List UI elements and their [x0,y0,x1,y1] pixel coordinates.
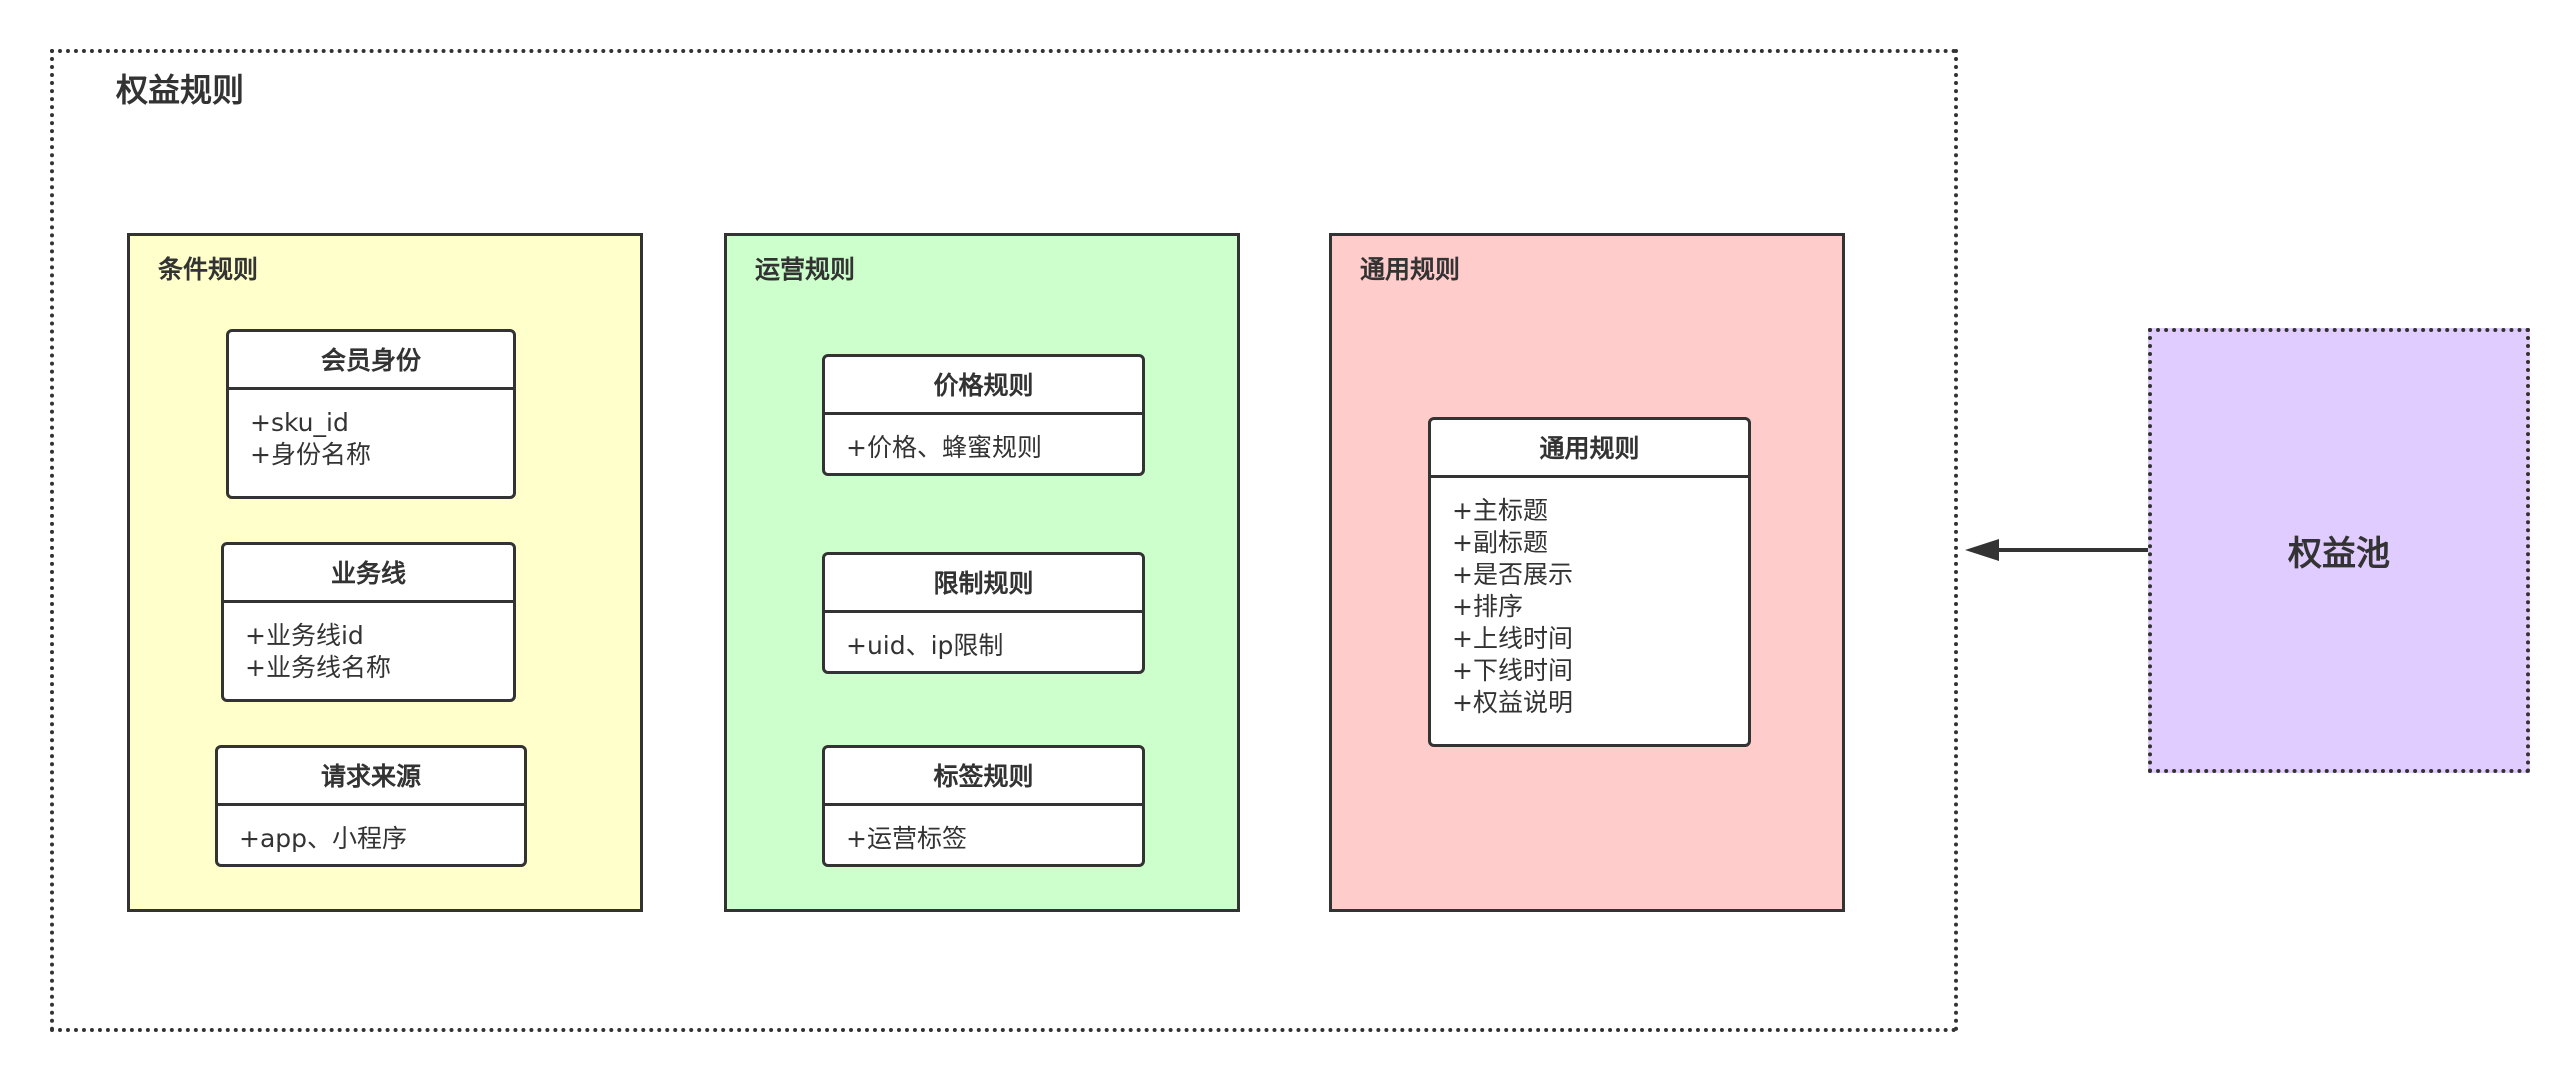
limit-rules-class[interactable]: 限制规则 +uid、ip限制 [822,552,1145,674]
class-attribute: +业务线id [245,621,364,650]
class-attributes: +价格、蜂蜜规则 [825,415,1142,464]
pool-to-rules-arrow [1965,539,2150,561]
price-rules-class[interactable]: 价格规则 +价格、蜂蜜规则 [822,354,1145,476]
class-attributes: +sku_id +身份名称 [229,390,513,471]
class-attribute: +是否展示 [1452,560,1573,589]
arrow-head [1965,539,1999,561]
rights-rules-title: 权益规则 [116,71,245,109]
class-attribute: +app、小程序 [239,824,408,853]
class-title: 通用规则 [1431,420,1748,478]
request-source-class[interactable]: 请求来源 +app、小程序 [215,745,527,867]
member-identity-class[interactable]: 会员身份 +sku_id +身份名称 [226,329,516,499]
operation-rules-group: 运营规则 价格规则 +价格、蜂蜜规则 限制规则 +uid、ip限制 标签规则 +… [724,233,1240,912]
class-attributes: +业务线id +业务线名称 [224,603,513,684]
condition-rules-group: 条件规则 会员身份 +sku_id +身份名称 业务线 +业务线id +业务线名… [127,233,643,912]
class-attribute: +下线时间 [1452,656,1573,685]
business-line-class[interactable]: 业务线 +业务线id +业务线名称 [221,542,516,702]
class-attribute: +副标题 [1452,528,1548,557]
group-title: 通用规则 [1360,255,1461,284]
general-rules-group: 通用规则 通用规则 +主标题 +副标题 +是否展示 +排序 +上线时间 +下线时… [1329,233,1845,912]
class-title: 业务线 [224,545,513,603]
class-attributes: +uid、ip限制 [825,613,1142,662]
class-title: 价格规则 [825,357,1142,415]
class-title: 会员身份 [229,332,513,390]
class-title: 标签规则 [825,748,1142,806]
class-attribute: +排序 [1452,592,1523,621]
class-title: 限制规则 [825,555,1142,613]
class-attribute: +uid、ip限制 [846,631,1004,660]
class-attribute: +权益说明 [1452,688,1573,717]
class-title: 请求来源 [218,748,524,806]
class-attribute: +主标题 [1452,496,1548,525]
class-attributes: +主标题 +副标题 +是否展示 +排序 +上线时间 +下线时间 +权益说明 [1431,478,1748,719]
general-rules-class[interactable]: 通用规则 +主标题 +副标题 +是否展示 +排序 +上线时间 +下线时间 +权益… [1428,417,1751,747]
class-attribute: +运营标签 [846,824,967,853]
group-title: 条件规则 [158,255,259,284]
class-attribute: +价格、蜂蜜规则 [846,433,1042,462]
rights-pool-label: 权益池 [2288,534,2390,574]
rights-pool-node[interactable]: 权益池 [2148,328,2530,773]
class-attributes: +app、小程序 [218,806,524,855]
class-attributes: +运营标签 [825,806,1142,855]
group-title: 运营规则 [755,255,856,284]
class-attribute: +sku_id [250,408,349,437]
class-attribute: +上线时间 [1452,624,1573,653]
class-attribute: +身份名称 [250,440,371,469]
class-attribute: +业务线名称 [245,653,391,682]
rights-rules-container [50,49,1958,1032]
tag-rules-class[interactable]: 标签规则 +运营标签 [822,745,1145,867]
